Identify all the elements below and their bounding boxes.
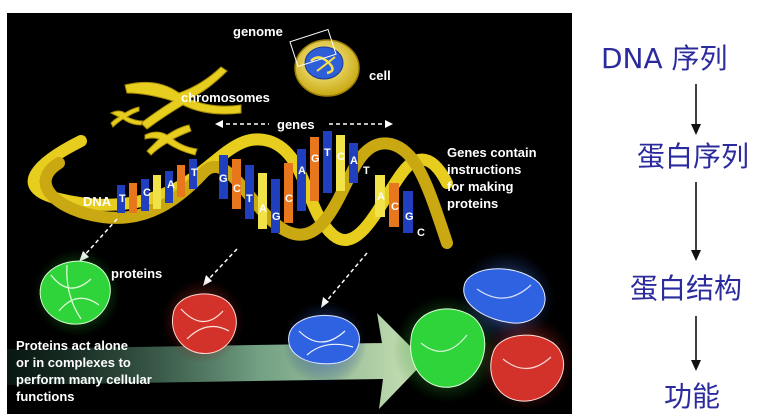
base-letter: G	[219, 173, 228, 185]
genome-to-protein-illustration: genome cell chromosomes genes DNA protei…	[7, 13, 572, 414]
base-letter: A	[298, 165, 306, 177]
down-arrow-icon	[691, 84, 701, 135]
flow-step-protein-sequence: 蛋白序列	[637, 140, 750, 173]
base-letter: T	[191, 167, 198, 179]
genes-label: genes	[277, 117, 315, 132]
protein-complex-icon	[393, 250, 572, 411]
base-letter: A	[350, 155, 358, 167]
base-letter: A	[259, 203, 267, 215]
base-letter: G	[272, 211, 281, 223]
base-letter: C	[337, 151, 345, 163]
base-letter: C	[143, 187, 151, 199]
base-letter: T	[363, 165, 370, 177]
flow-arrow-shape	[7, 313, 425, 409]
base-letter: T	[119, 193, 126, 205]
base-letter: G	[311, 153, 320, 165]
protein-red-icon	[161, 279, 245, 363]
protein-blue-icon	[283, 301, 367, 385]
chromosomes-icon	[109, 66, 242, 156]
dna-strand-b	[39, 137, 453, 249]
dna-label: DNA	[83, 194, 112, 209]
flow-step-function: 功能	[664, 380, 721, 413]
down-arrow-icon	[691, 316, 701, 371]
flow-step-protein-structure: 蛋白结构	[630, 272, 743, 305]
genome-callout-box	[289, 28, 337, 68]
dna-base-pairs	[117, 131, 413, 233]
genes-bracket	[215, 120, 393, 128]
proteins-label: proteins	[111, 266, 163, 281]
flow-step-dna-sequence: DNA 序列	[601, 42, 728, 75]
genes-contain-caption: Genes contain instructions for making pr…	[447, 145, 537, 211]
base-letter: C	[233, 183, 241, 195]
base-letter: G	[405, 211, 414, 223]
cell-label: cell	[369, 68, 391, 83]
base-letter: C	[391, 201, 399, 213]
base-letter: C	[417, 227, 425, 239]
base-letter: T	[324, 147, 331, 159]
base-letter: A	[377, 191, 385, 203]
base-letter: A	[167, 179, 175, 191]
illustration-artwork	[7, 28, 572, 411]
proteins-act-caption: Proteins act alone or in complexes to pe…	[16, 338, 152, 404]
base-letter: T	[246, 193, 253, 205]
genome-label: genome	[233, 24, 283, 39]
protein-green-icon	[33, 249, 121, 337]
down-arrow-icon	[691, 182, 701, 261]
cell-icon	[294, 39, 360, 97]
chromosomes-label: chromosomes	[181, 90, 270, 105]
base-letter: C	[285, 193, 293, 205]
